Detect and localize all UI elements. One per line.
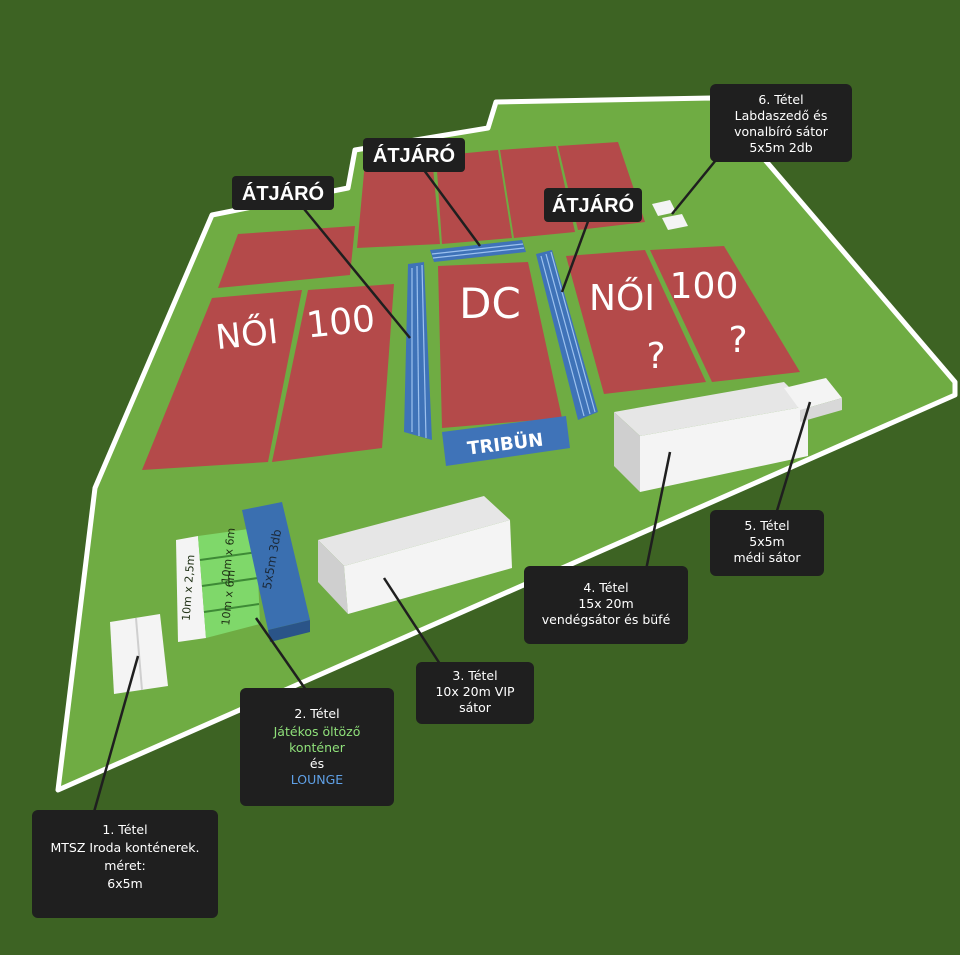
callout-lot-2: 2. Tétel Játékos öltöző konténer és LOUN…: [240, 688, 394, 806]
tent-guest-roof: [614, 382, 808, 436]
passage-callout-center: ÁTJÁRÓ: [363, 138, 465, 172]
lot-3-line-3: sátor: [459, 700, 492, 715]
tent-vip-side: [318, 540, 348, 614]
court-noi-left-label: NŐI: [214, 311, 280, 358]
callout-lot-1: 1. Tétel MTSZ Iroda konténerek. méret: 6…: [32, 810, 218, 918]
lot-2-and: és: [310, 756, 324, 771]
tent-guest-front: [640, 406, 808, 492]
tent-ballkid-2: [662, 214, 688, 230]
lot-6-line-2: Labdaszedő és: [735, 108, 828, 123]
tent-guest-side: [614, 412, 640, 492]
lot-4-line-2: 15x 20m: [578, 596, 633, 611]
court-back-left: [218, 226, 355, 288]
lot-2-green-2: konténer: [289, 740, 346, 755]
court-100-right: [650, 246, 800, 382]
court-100-left-label: 100: [304, 299, 377, 347]
lot-6-line-1: 6. Tétel: [758, 92, 803, 107]
court-noi-right: [566, 250, 706, 394]
court-100-right-label: 100: [670, 266, 739, 307]
tent-vip-roof: [318, 496, 510, 566]
lot-5-line-1: 5. Tétel: [744, 518, 789, 533]
court-back-2: [436, 150, 512, 244]
stand-top: [430, 240, 526, 262]
lot-1-line-2: MTSZ Iroda konténerek.: [51, 840, 200, 855]
tent-medic: [784, 378, 842, 410]
court-noi-right-question: ?: [646, 336, 665, 377]
lot-1-line-3: méret:: [104, 858, 146, 873]
tent-vip-front: [344, 520, 512, 614]
container-white: [176, 536, 206, 642]
court-noi-right-label: NŐI: [589, 277, 655, 319]
lot-4-line-1: 4. Tétel: [583, 580, 628, 595]
container-green-label-1: 10m x 6m: [219, 527, 238, 584]
passage-label-left: ÁTJÁRÓ: [242, 181, 324, 205]
stand-right: [536, 250, 598, 420]
court-back-1: [357, 156, 440, 248]
stand-tribun: [442, 416, 570, 466]
callout-lot-3: 3. Tétel 10x 20m VIP sátor: [416, 662, 534, 724]
connector-lines: [92, 159, 812, 813]
lot-3-line-2: 10x 20m VIP: [435, 684, 515, 699]
container-white-label: 10m x 2,5m: [180, 554, 198, 621]
passage-callout-left: ÁTJÁRÓ: [232, 176, 334, 210]
container-green-label-2: 10m x 6m: [219, 569, 238, 626]
passage-label-right: ÁTJÁRÓ: [552, 193, 634, 217]
lot-4-line-3: vendégsátor és büfé: [542, 612, 671, 627]
lot-1-line-1: 1. Tétel: [102, 822, 147, 837]
lot-3-line-1: 3. Tétel: [452, 668, 497, 683]
court-dc-label: DC: [459, 279, 521, 328]
lot-2-green-1: Játékos öltöző: [273, 724, 361, 739]
tent-ballkid-1: [652, 200, 676, 216]
container-lounge: [242, 502, 310, 630]
lot-5-line-3: médi sátor: [733, 550, 801, 565]
court-dc: [438, 262, 562, 428]
lot-6-line-4: 5x5m 2db: [749, 140, 812, 155]
callout-lot-4: 4. Tétel 15x 20m vendégsátor és büfé: [524, 566, 688, 644]
lot-6-line-3: vonalbíró sátor: [734, 124, 829, 139]
court-100-right-question: ?: [728, 320, 747, 361]
lot-1-line-4: 6x5m: [107, 876, 142, 891]
callout-lot-6: 6. Tétel Labdaszedő és vonalbíró sátor 5…: [710, 84, 852, 162]
lot-2-blue: LOUNGE: [291, 772, 344, 787]
court-100-left: [272, 284, 394, 462]
passage-callout-right: ÁTJÁRÓ: [544, 188, 642, 222]
lot-2-title: 2. Tétel: [294, 706, 339, 721]
court-noi-left: [142, 290, 302, 470]
passage-label-center: ÁTJÁRÓ: [373, 143, 455, 167]
lot-5-line-2: 5x5m: [749, 534, 784, 549]
callout-lot-5: 5. Tétel 5x5m médi sátor: [710, 510, 824, 576]
